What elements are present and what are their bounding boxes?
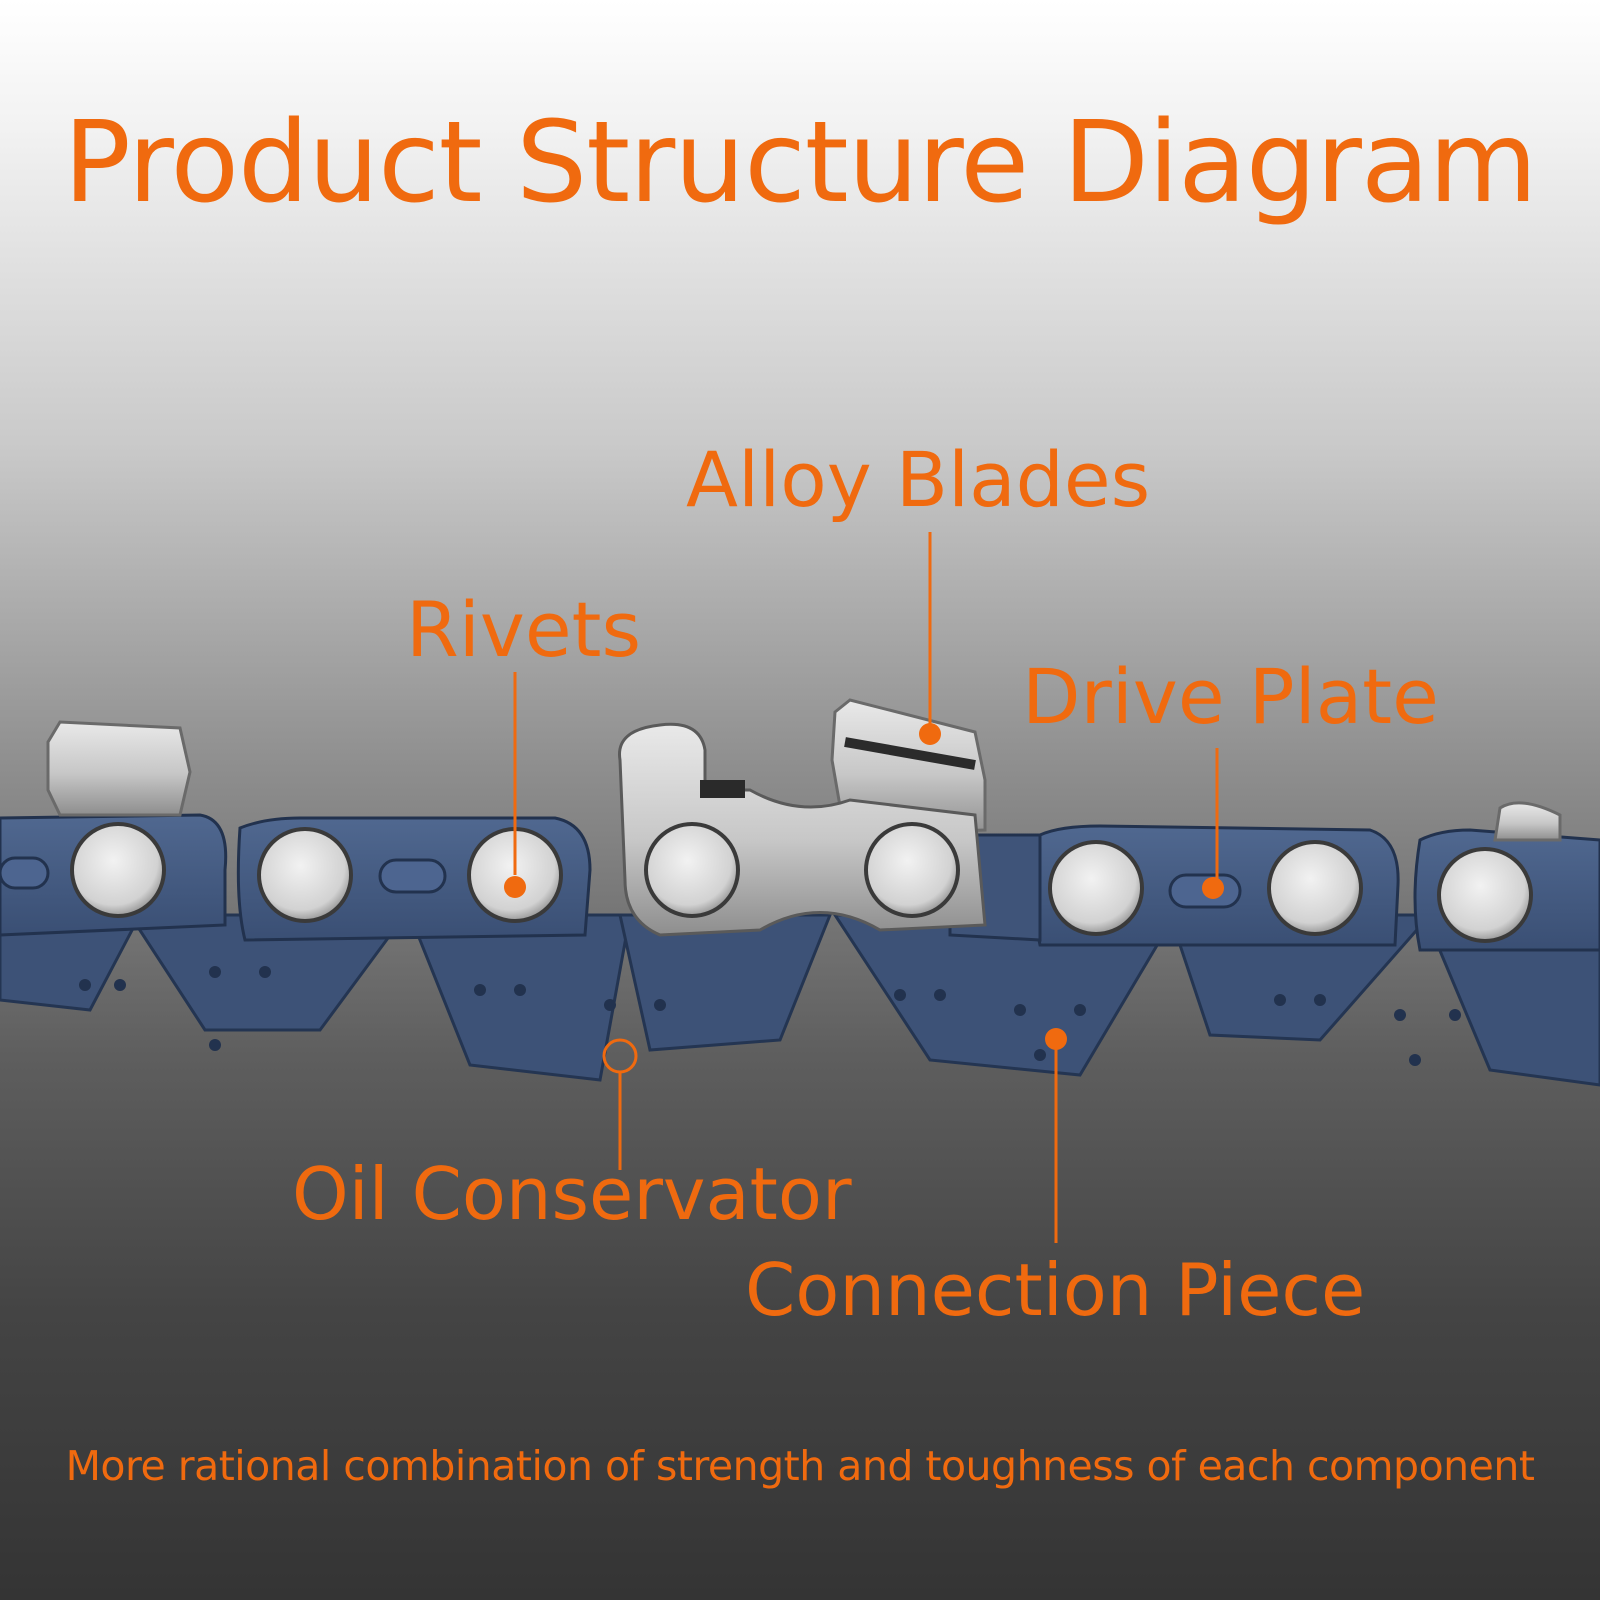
diagram-title: Product Structure Diagram (63, 98, 1537, 228)
rivets (70, 822, 1533, 943)
connection-piece-label: Connection Piece (745, 1248, 1366, 1332)
rivets-label: Rivets (406, 585, 642, 674)
oil-conservator-label: Oil Conservator (292, 1152, 852, 1236)
callout-leaders (504, 532, 1224, 1243)
alloy-blades-label: Alloy Blades (686, 435, 1151, 524)
drive-link-holes (79, 966, 1461, 1066)
tagline: More rational combination of strength an… (65, 1442, 1535, 1490)
drive-links (0, 913, 1600, 1087)
drive-plate-label: Drive Plate (1022, 652, 1439, 741)
